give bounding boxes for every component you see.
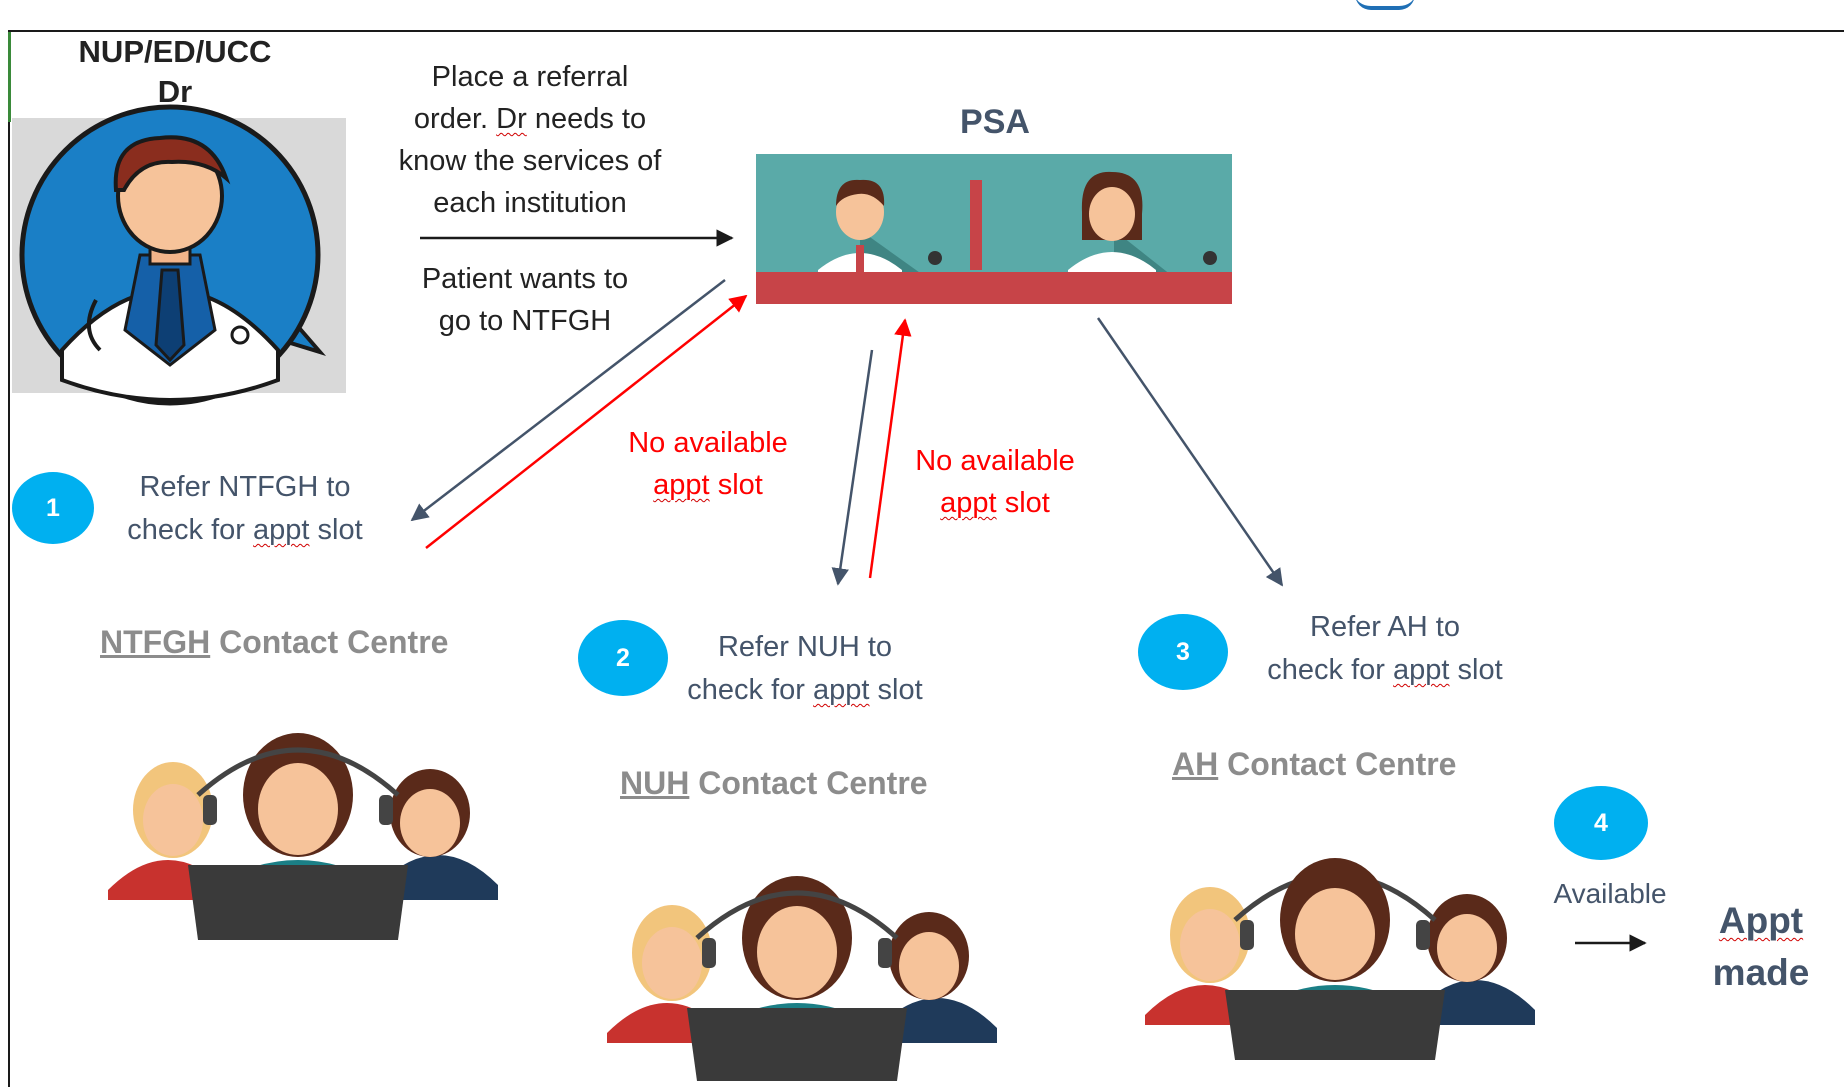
doctor-speech-bubble-icon [12,104,346,406]
step-line2: check for appt slot [1240,649,1530,692]
no-slot-line2: appt slot [887,482,1103,524]
arrow-psa-to-nuh [831,349,874,586]
step-line2-squig: appt [813,674,870,706]
doctor-label-line1: NUP/ED/UCC [78,34,272,69]
call-centre-agents-icon [607,876,997,1081]
referral-line3: know the services of [398,145,662,177]
step-line2-squig: appt [253,514,310,546]
psa-label: PSA [960,103,1030,141]
step-text-3: Refer AH to check for appt slot [1240,606,1530,692]
patient-line1: Patient wants to [421,263,629,295]
step-badge-1: 1 [12,472,94,544]
step-line2-pre: check for [1267,654,1385,686]
appt-made-label: Appt made [1690,895,1832,999]
appt-made-line1: Appt [1718,900,1804,941]
centre-suffix: Contact Centre [698,765,928,801]
step-line2-pre: check for [687,674,805,706]
title-fragment [1355,0,1415,10]
referral-line2-squig: Dr [496,103,527,135]
step-line2: check for appt slot [100,509,390,552]
no-slot-post: slot [717,469,763,501]
centre-code: NUH [620,765,690,801]
step-line2-post: slot [317,514,363,546]
step-line2-post: slot [877,674,923,706]
referral-line4: each institution [433,187,627,219]
step-line2-pre: check for [127,514,245,546]
step-text-1: Refer NTFGH to check for appt slot [100,466,390,552]
step-line1: Refer NUH to [717,631,893,663]
reception-desk-icon [756,154,1232,304]
arrow-psa-to-ntfgh [410,279,726,522]
step-badge-2: 2 [578,620,668,696]
diagram-frame [8,30,1844,1087]
patient-line2: go to NTFGH [438,305,612,337]
appt-made-line2: made [1712,952,1810,993]
arrow-nuh-to-psa [868,318,912,579]
no-slot-squig: appt [940,487,997,519]
doctor-label: NUP/ED/UCC Dr [55,32,295,113]
centre-suffix: Contact Centre [219,624,449,660]
referral-line2-pre: order. [413,103,489,135]
call-centre-agents-icon [1145,858,1535,1060]
contact-centre-ah: AH Contact Centre [1172,744,1532,786]
no-slot-line1: No available [628,427,788,459]
step-badge-4: 4 [1554,786,1648,860]
contact-centre-nuh: NUH Contact Centre [620,763,1000,805]
doctor-label-line2: Dr [157,74,193,110]
step-text-2: Refer NUH to check for appt slot [660,626,950,712]
centre-suffix: Contact Centre [1227,746,1457,782]
referral-line2: order. Dr needs to [362,98,698,140]
available-label: Available [1553,878,1667,909]
no-slot-post: slot [1004,487,1050,519]
step-line2: check for appt slot [660,669,950,712]
no-slot-squig: appt [653,469,710,501]
no-slot-line1: No available [915,445,1075,477]
call-centre-agents-icon [108,733,498,940]
frame-accent [8,32,11,122]
step-line1: Refer NTFGH to [139,471,351,503]
referral-line2-post: needs to [534,103,647,135]
centre-code: NTFGH [100,624,211,660]
referral-line1: Place a referral [431,61,629,93]
no-slot-label-nuh: No available appt slot [887,440,1103,524]
no-slot-line2: appt slot [600,464,816,506]
step-line2-squig: appt [1393,654,1450,686]
arrow-ntfgh-to-psa [425,294,748,549]
step-line1: Refer AH to [1310,611,1460,643]
contact-centre-ntfgh: NTFGH Contact Centre [100,622,500,664]
step-badge-3: 3 [1138,614,1228,690]
arrow-psa-to-ah [1096,317,1284,587]
referral-message: Place a referral order. Dr needs to know… [362,56,698,224]
no-slot-label-ntfgh: No available appt slot [600,422,816,506]
patient-message: Patient wants to go to NTFGH [380,258,670,342]
step-line2-post: slot [1457,654,1503,686]
centre-code: AH [1172,746,1219,782]
